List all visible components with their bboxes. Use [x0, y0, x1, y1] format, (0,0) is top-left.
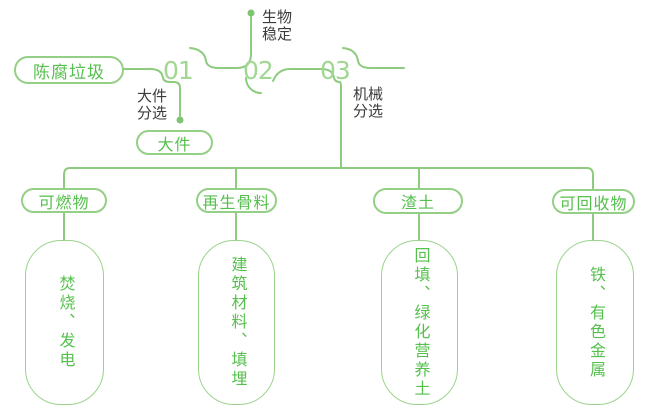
process-label-bulky-sorting: 大件分选 — [137, 88, 168, 122]
category-pill-recycled-aggregate: 再生骨料 — [196, 188, 277, 213]
product-text: 铁、有色金属 — [587, 265, 604, 380]
line-step02-bio-riser — [236, 16, 252, 69]
process-label-bio-stabilization: 生物稳定 — [262, 9, 293, 43]
output-pill-bulky: 大件 — [136, 130, 213, 155]
product-box-iron-nonferrous-metal: 铁、有色金属 — [556, 240, 634, 405]
product-box-building-materials-landfill: 建筑材料、填埋 — [198, 240, 275, 405]
connector-dot-bio — [247, 9, 255, 17]
step-number-02: 02 — [243, 56, 274, 85]
step-number-03: 03 — [320, 56, 351, 85]
line-step01-to-step02 — [189, 47, 238, 69]
product-box-backfill-nutrient-soil: 回填、绿化营养土 — [381, 240, 458, 405]
arc-step02-decor — [245, 77, 262, 94]
category-pill-recyclables: 可回收物 — [552, 189, 635, 214]
line-source-to-step01 — [123, 68, 181, 117]
source-pill: 陈腐垃圾 — [14, 56, 124, 84]
product-box-incineration-power: 焚烧、发电 — [25, 240, 104, 405]
product-text: 回填、绿化营养土 — [411, 246, 429, 399]
line-step03-drop — [320, 68, 342, 169]
product-text: 建筑材料、填埋 — [228, 256, 246, 389]
category-pill-combustibles: 可燃物 — [21, 188, 107, 213]
process-label-mechanical-sorting: 机械分选 — [353, 86, 384, 120]
line-step02-to-step03 — [272, 68, 322, 82]
connector-dot-bulky — [176, 116, 184, 124]
step-number-01: 01 — [163, 56, 194, 85]
line-step03-exit — [342, 47, 405, 69]
category-pill-residue-soil: 渣土 — [373, 188, 463, 214]
product-text: 焚烧、发电 — [56, 275, 74, 370]
branch-bus-line — [63, 167, 594, 191]
